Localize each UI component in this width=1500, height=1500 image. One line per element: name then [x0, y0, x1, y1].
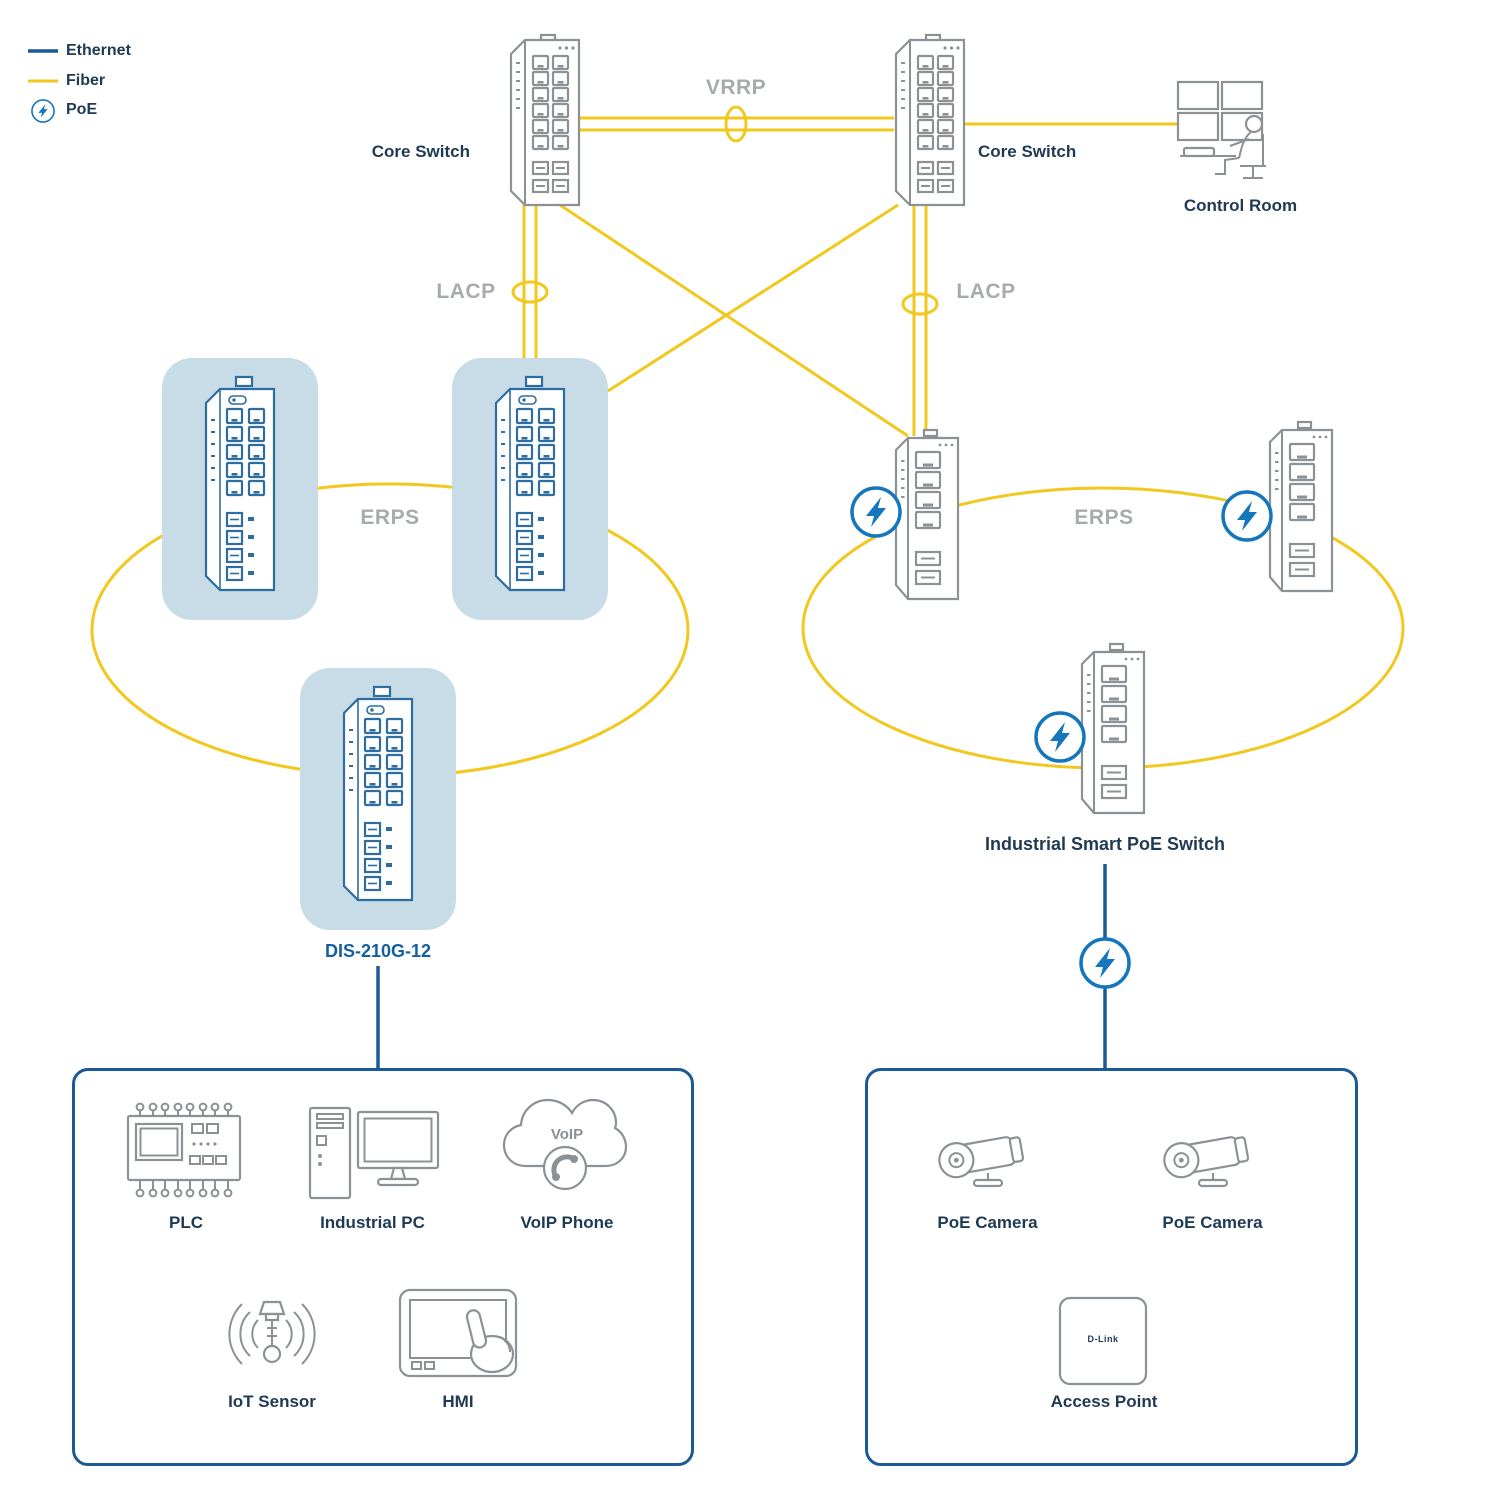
legend-poe-label: PoE: [66, 101, 98, 118]
control-room-icon: [1176, 80, 1266, 179]
lacp-left-fiber-pair: [511, 205, 549, 358]
plc-label: PLC: [169, 1213, 203, 1232]
industrial-pc-label: Industrial PC: [320, 1213, 425, 1232]
lacp-left-aggregation-ring: [511, 280, 549, 304]
poe-badge-switch-1: [850, 486, 902, 538]
iot-sensor-label: IoT Sensor: [228, 1392, 316, 1411]
poe-badge-switch-3: [1034, 711, 1086, 763]
highlight-box-dis-1: [162, 358, 318, 620]
legend-fiber-label: Fiber: [66, 72, 106, 89]
erps-left-label: ERPS: [360, 506, 420, 529]
legend-ethernet-label: Ethernet: [66, 42, 131, 59]
vrrp-fiber-pair: [579, 105, 894, 143]
edge-devices-left-box: [72, 1068, 694, 1466]
core-switch-left-label: Core Switch: [371, 142, 470, 161]
lacp-left-label: LACP: [436, 280, 496, 303]
access-point-label: Access Point: [1050, 1392, 1158, 1411]
highlight-box-dis-3: [300, 668, 456, 930]
dis-switch-icon-2: [496, 377, 564, 590]
voip-phone-label: VoIP Phone: [520, 1213, 614, 1232]
dis-switch-icon-1: [206, 377, 274, 590]
hmi-label: HMI: [442, 1392, 474, 1411]
poe-badge-switch-2: [1221, 490, 1273, 542]
cross-fiber-link-left-to-right: [559, 203, 909, 438]
vrrp-aggregation-ring: [724, 105, 748, 143]
dis-switch-icon-3: [344, 687, 412, 900]
control-room-label: Control Room: [1183, 196, 1298, 215]
voip-cloud-text: VoIP: [550, 1126, 584, 1143]
erps-right-label: ERPS: [1074, 506, 1134, 529]
lacp-right-aggregation-ring: [901, 292, 939, 316]
poe-badge-ethernet-link: [1079, 937, 1131, 989]
cross-fiber-link-right-to-left: [607, 203, 899, 393]
lacp-right-fiber-pair: [901, 205, 939, 436]
core-switch-right-label: Core Switch: [978, 142, 1077, 161]
lacp-right-label: LACP: [956, 280, 1016, 303]
legend-poe-icon: [31, 99, 55, 123]
poe-camera-2-label: PoE Camera: [1162, 1213, 1263, 1232]
core-switch-left-icon: [511, 35, 579, 205]
ethernet-links: [376, 864, 1107, 1068]
poe-switch-icon-2: [1270, 422, 1332, 591]
access-point-brand-text: D-Link: [1087, 1334, 1119, 1344]
poe-switch-icon-3: [1082, 644, 1144, 813]
core-switch-right-icon: [896, 35, 964, 205]
highlight-box-dis-2: [452, 358, 608, 620]
dis-switch-label: DIS-210G-12: [324, 941, 432, 961]
poe-camera-1-label: PoE Camera: [937, 1213, 1038, 1232]
poe-switch-label: Industrial Smart PoE Switch: [984, 834, 1226, 854]
vrrp-label: VRRP: [705, 76, 767, 99]
poe-switch-icon-1: [896, 430, 958, 599]
